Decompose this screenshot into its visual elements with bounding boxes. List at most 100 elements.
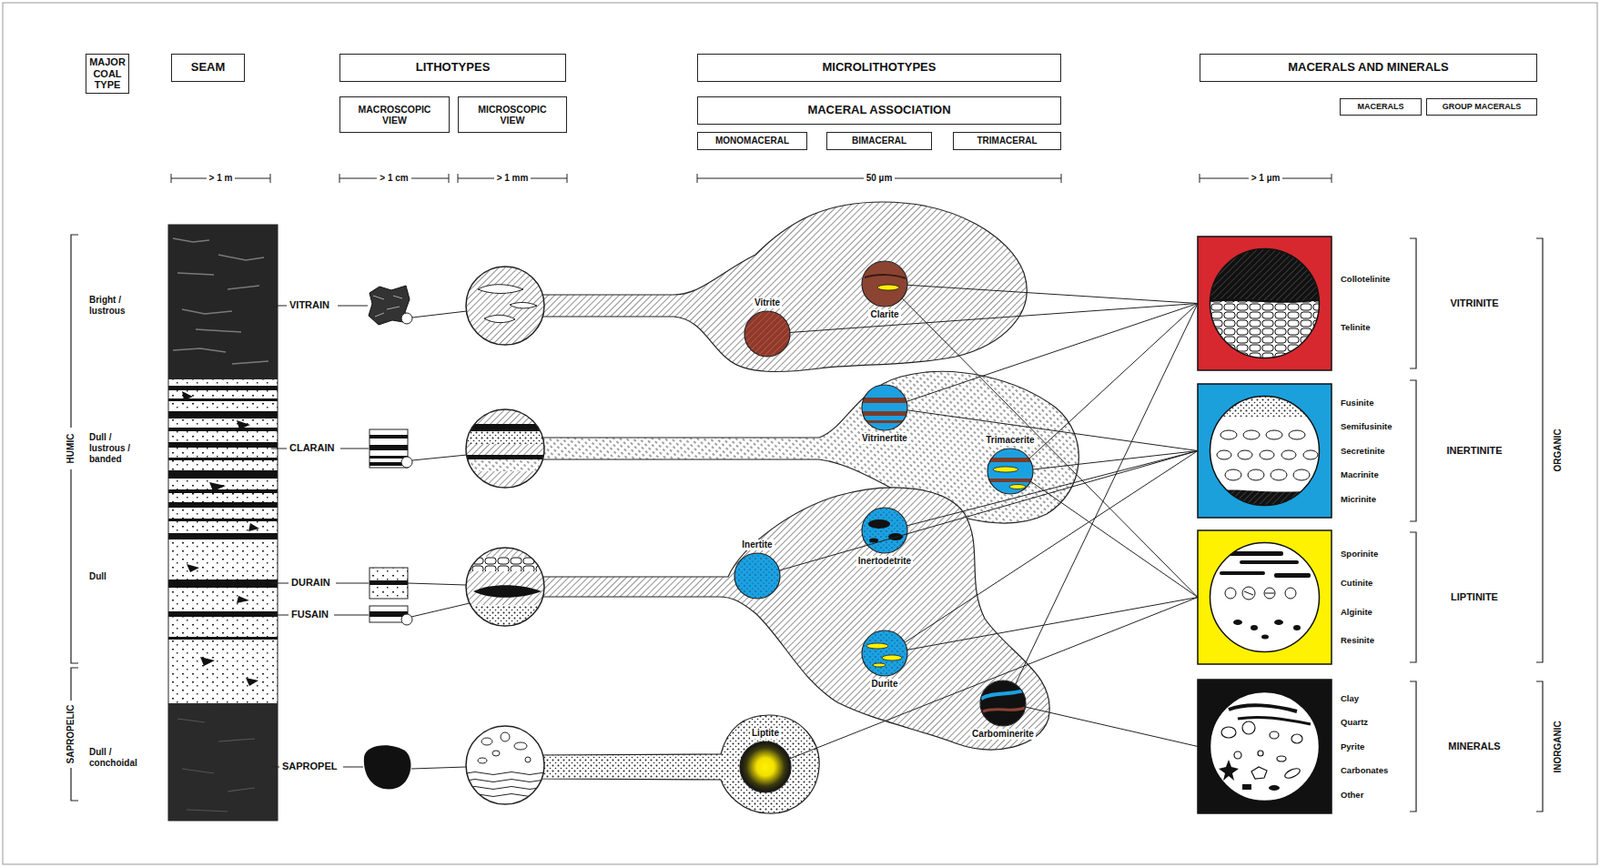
- maceral-picture: [1219, 551, 1311, 640]
- maceral-picture: [1237, 717, 1311, 725]
- maceral-name: Sporinite: [1340, 548, 1378, 559]
- microscopic-view: [465, 547, 545, 628]
- header-text: BIMACERAL: [851, 135, 907, 147]
- microlithotype-symbol: [987, 448, 1033, 495]
- microscopic-view: [465, 409, 545, 488]
- macroscopic-sample: [401, 614, 413, 626]
- microscopic-view: [465, 455, 545, 460]
- maceral-list: SporiniteCutiniteAlginiteResinite: [1340, 530, 1378, 665]
- microscopic-view: [465, 726, 545, 805]
- coal-seam: [168, 637, 278, 640]
- connector-line: [901, 298, 1198, 598]
- connector-line: [1029, 303, 1198, 460]
- maceral-box: SporiniteCutiniteAlginiteResinite: [1197, 530, 1378, 665]
- microlithotype-node: Vitrinertite: [861, 384, 908, 431]
- maceral-association-band: [536, 715, 820, 814]
- coal-seam: [168, 579, 278, 588]
- coal-type-label: Dull / lustrous / banded: [89, 432, 148, 466]
- header-text: MACERAL ASSOCIATION: [807, 103, 951, 118]
- microscopic-view: [465, 444, 545, 456]
- column-header: GROUP MACERALS: [1426, 98, 1538, 116]
- header-text: MONOMACERAL: [715, 135, 790, 147]
- maceral-picture: [1285, 587, 1297, 599]
- macroscopic-sample: [369, 435, 408, 439]
- bracket: [1409, 532, 1417, 663]
- bracket: [1409, 380, 1417, 522]
- leader-line: [407, 583, 466, 586]
- bracket: [1536, 681, 1543, 812]
- scale-bar: [1199, 173, 1332, 183]
- macroscopic-sample: [369, 611, 408, 618]
- microscopic-view: [465, 409, 545, 488]
- microscopic-view: [465, 266, 545, 345]
- microscopic-view: [465, 726, 545, 805]
- maceral-name: Macrinite: [1340, 469, 1393, 480]
- coal-seam: [168, 224, 278, 821]
- maceral-picture: [1239, 560, 1299, 565]
- lithotype-label: CLARAIN: [289, 442, 335, 455]
- microlithotype-label: Trimacerite: [983, 435, 1036, 446]
- leader-line: [411, 603, 470, 618]
- macroscopic-sample: [369, 567, 408, 599]
- microscopic-view: [500, 732, 510, 742]
- maceral-picture: [1270, 469, 1287, 481]
- maceral-picture: [1197, 384, 1332, 518]
- coal-seam: [168, 385, 278, 391]
- microlithotype-symbol: [881, 655, 902, 661]
- coal-seam: [172, 238, 269, 365]
- microlithotype-symbol: [861, 411, 908, 416]
- maceral-name: Fusinite: [1340, 397, 1393, 408]
- maceral-picture: [1221, 727, 1236, 739]
- microscopic-view: [481, 738, 493, 746]
- connector-line: [906, 303, 1198, 403]
- column-header: MAJOR COAL TYPE: [85, 53, 130, 94]
- header-text: MICROLITHOTYPES: [822, 60, 937, 75]
- scale-bar: [171, 173, 271, 183]
- coal-seam: [168, 533, 278, 540]
- maceral-picture: [1210, 692, 1320, 802]
- coal-seam: [168, 611, 278, 618]
- coal-seam: [168, 224, 278, 821]
- microscopic-view: [477, 758, 487, 764]
- macroscopic-sample: [401, 456, 413, 468]
- microlithotype-symbol: [861, 261, 908, 307]
- microscopic-view: [465, 409, 545, 425]
- microlithotype-symbol: [877, 284, 900, 291]
- column-header: MACERALS: [1339, 98, 1422, 116]
- group-maceral: VITRINITE: [1449, 297, 1499, 310]
- macroscopic-sample: [373, 295, 403, 317]
- maceral-picture: [1225, 469, 1242, 481]
- maceral-picture: [1247, 469, 1265, 481]
- microscopic-view: [465, 547, 545, 627]
- microlithotype-symbol: [987, 478, 1033, 483]
- coal-seam: [168, 379, 278, 551]
- maceral-picture: [1251, 767, 1267, 780]
- connector-line: [1015, 303, 1198, 686]
- maceral-picture: [1209, 396, 1320, 417]
- maceral-picture: [1219, 571, 1266, 576]
- microscopic-view: [465, 471, 545, 488]
- microlithotype-label: Durite: [870, 678, 901, 690]
- microlithotype-symbol: [980, 680, 1026, 727]
- microscopic-view: [509, 302, 537, 308]
- group-maceral: INERTINITE: [1446, 445, 1502, 457]
- connector-line: [907, 284, 1198, 304]
- microlithotype-symbol: [861, 384, 908, 431]
- leader-line: [412, 311, 467, 318]
- coal-seam: [168, 442, 278, 448]
- maceral-picture: [1303, 450, 1318, 460]
- coal-type-group: SAPROPELIC: [65, 704, 77, 764]
- microlithotype-node: Durite: [861, 630, 908, 677]
- microlithotype-node: Inertodetrite: [861, 507, 908, 554]
- microlithotype-symbol: [861, 630, 908, 677]
- scale-label: 50 µm: [863, 172, 896, 184]
- scale-bar: [457, 173, 568, 183]
- microlithotype-symbol: [980, 680, 1026, 727]
- microlithotype-symbol: [864, 274, 906, 279]
- maceral-picture: [1274, 619, 1284, 626]
- microlithotype-symbol: [987, 448, 1033, 495]
